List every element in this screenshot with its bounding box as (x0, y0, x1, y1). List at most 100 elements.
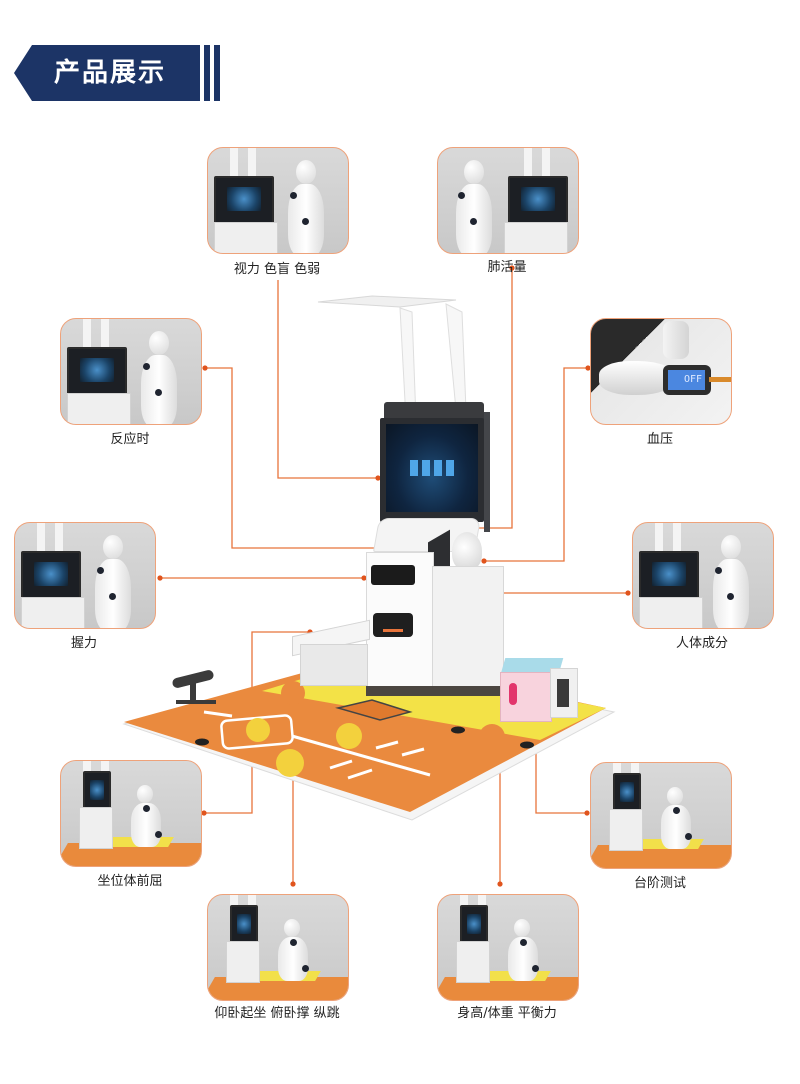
feature-label: 握力 (70, 636, 97, 651)
connector-dot (380, 712, 386, 718)
robot-head (149, 331, 169, 355)
kiosk-screen (83, 771, 111, 811)
robot-head (721, 535, 741, 559)
robot-joint (458, 192, 465, 199)
stand-pole (542, 148, 550, 178)
feature-card-body-composition (632, 522, 774, 629)
banner-stripe (214, 45, 220, 101)
connector-dot (361, 575, 367, 581)
kiosk-screen (214, 176, 274, 224)
robot-joint (97, 567, 104, 574)
kiosk-screen (230, 905, 258, 945)
stand-pole (524, 148, 532, 178)
kiosk-body (67, 393, 131, 424)
connector-dot (307, 629, 313, 635)
robot-joint (155, 831, 162, 838)
bp-display: OFF (668, 370, 705, 390)
connector-reaction (205, 367, 396, 549)
connector-body-comp (439, 560, 628, 594)
banner-arrow-shape (14, 45, 200, 101)
robot-head (667, 787, 683, 805)
kiosk-body (79, 807, 113, 849)
connector-dot (375, 475, 381, 481)
robot-joint (532, 965, 539, 972)
stand-pole (55, 523, 63, 553)
feature-card-blood-pressure: OFF (590, 318, 732, 425)
kiosk-screen (613, 773, 641, 813)
stand-pole (248, 148, 256, 178)
feature-card-lung-capacity (437, 147, 579, 254)
connector-dot (497, 881, 503, 887)
stand-pole (230, 148, 238, 178)
banner-stripe (204, 45, 210, 101)
feature-card-step-test (590, 762, 732, 869)
feature-label: 坐位体前屈 (97, 874, 163, 889)
kiosk-body (226, 941, 260, 983)
kiosk-screen (639, 551, 699, 599)
feature-label: 人体成分 (675, 636, 728, 651)
robot-joint (109, 593, 116, 600)
robot-joint (290, 192, 297, 199)
connector-dot (471, 525, 477, 531)
kiosk-body (609, 809, 643, 851)
connector-step (535, 713, 587, 814)
robot-head (514, 919, 530, 937)
feature-card-situps-pushups-jump (207, 894, 349, 1001)
robot-joint (673, 807, 680, 814)
feature-label: 视力 色盲 色弱 (233, 262, 321, 277)
connector-lung (474, 268, 513, 529)
connector-dot (533, 710, 539, 716)
bp-monitor: OFF (663, 365, 711, 395)
connector-dot (625, 590, 631, 596)
connector-bp (484, 367, 588, 562)
tube (709, 377, 731, 382)
stand-pole (101, 319, 109, 349)
feature-card-grip-strength (14, 522, 156, 629)
kiosk-screen (460, 905, 488, 945)
kiosk-body (639, 597, 703, 628)
robot-head (137, 785, 153, 803)
feature-label: 台阶测试 (633, 876, 686, 891)
connector-dot (393, 545, 399, 551)
stand-pole (83, 319, 91, 349)
robot-joint (302, 218, 309, 225)
stand-pole (37, 523, 45, 553)
connector-vision (277, 280, 378, 479)
connector-dot (290, 759, 296, 765)
feature-card-reaction-time (60, 318, 202, 425)
robot-head (103, 535, 123, 559)
feature-label: 仰卧起坐 俯卧撑 纵跳 (214, 1006, 340, 1021)
robot-joint (143, 363, 150, 370)
section-title: 产品展示 (54, 58, 167, 88)
robot-joint (143, 805, 150, 812)
connector-dot (481, 558, 487, 564)
connector-dot (585, 365, 591, 371)
robot-joint (715, 567, 722, 574)
connector-dot (437, 558, 443, 564)
robot-joint (685, 833, 692, 840)
connector-dot (584, 810, 590, 816)
robot-head (464, 160, 484, 184)
connector-sit-reach (204, 631, 310, 814)
feature-card-height-weight-balance (437, 894, 579, 1001)
feature-label: 肺活量 (487, 260, 527, 275)
robot-joint (727, 593, 734, 600)
robot-joint (302, 965, 309, 972)
kiosk-screen (508, 176, 568, 224)
connector-dot (290, 881, 296, 887)
section-banner: 产品展示 (14, 45, 200, 101)
kiosk-screen (21, 551, 81, 599)
connector-height (383, 714, 501, 884)
feature-label: 身高/体重 平衡力 (457, 1006, 557, 1021)
kiosk-body (214, 222, 278, 253)
robot-head (284, 919, 300, 937)
robot-head (296, 160, 316, 184)
kiosk-screen (67, 347, 127, 395)
feature-card-vision (207, 147, 349, 254)
feature-label: 血压 (646, 432, 673, 447)
kiosk-body (504, 222, 568, 253)
feature-card-sit-and-reach (60, 760, 202, 867)
robot-joint (155, 389, 162, 396)
robot-joint (290, 939, 297, 946)
connector-dot (201, 810, 207, 816)
